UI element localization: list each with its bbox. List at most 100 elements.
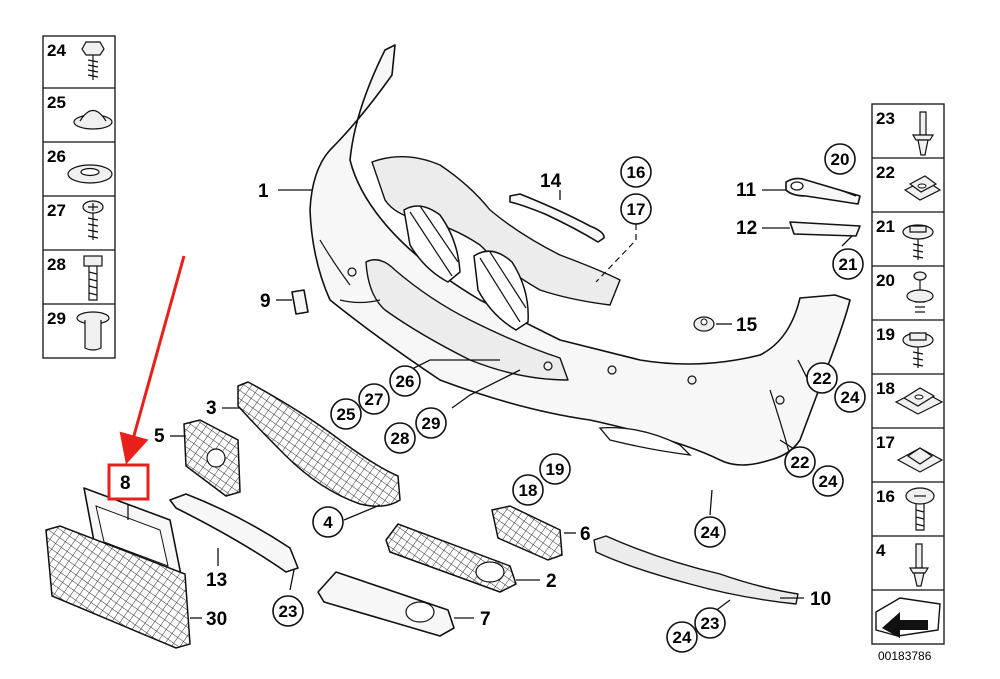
rivet-icon [911,111,935,156]
callout-24-upper: 24 [834,381,866,413]
washer-icon [67,164,113,184]
legend-right-20: 20 [876,271,895,290]
callout-12: 12 [736,218,757,239]
svg-text:24: 24 [701,523,720,542]
legend-left-26: 26 [47,147,66,166]
svg-text:24: 24 [841,388,860,407]
direction-arrow-icon [875,597,941,638]
callout-22-upper: 22 [806,362,838,394]
svg-text:21: 21 [839,255,858,274]
rivet-long-icon [908,543,930,587]
push-pin-icon [906,271,934,313]
callout-7: 7 [480,609,491,630]
callout-30: 30 [206,609,227,630]
clip-part [291,289,309,315]
svg-text:24: 24 [819,472,838,491]
legend-right-17: 17 [876,433,895,452]
callout-29: 29 [415,407,447,439]
callout-23-left: 23 [272,595,304,627]
right-legend: 23 22 21 20 19 18 17 16 4 [871,103,945,645]
callout-5: 5 [154,426,165,447]
diagram-reference-number: 00183786 [878,649,932,663]
seal-strip [509,193,605,243]
hex-screw-icon [81,41,105,80]
legend-left-29: 29 [47,309,66,328]
legend-right-19: 19 [876,325,895,344]
svg-text:4: 4 [323,513,333,532]
legend-right-16: 16 [876,487,895,506]
callout-9: 9 [260,291,271,312]
svg-text:29: 29 [422,414,441,433]
callout-4: 4 [312,506,344,538]
callout-22-lower: 22 [784,446,816,478]
svg-text:17: 17 [627,200,646,219]
svg-text:22: 22 [813,369,832,388]
bumper-cover [309,44,851,466]
bracket-lower [789,221,861,237]
svg-text:24: 24 [673,628,692,647]
callout-23-right: 23 [694,607,726,639]
plastic-cap-icon [73,109,113,130]
svg-text:19: 19 [546,460,565,479]
callout-16: 16 [620,156,652,188]
flange-screw-icon [902,224,934,260]
center-mesh-grille [237,381,401,507]
callout-10: 10 [810,589,831,610]
svg-text:22: 22 [791,453,810,472]
legend-right-18: 18 [876,379,895,398]
callout-14: 14 [540,171,562,192]
callout-24-right: 24 [666,621,698,653]
callout-26: 26 [389,365,421,397]
svg-text:16: 16 [627,163,646,182]
svg-text:28: 28 [391,429,410,448]
legend-left-28: 28 [47,255,66,274]
legend-right-22: 22 [876,163,895,182]
callout-1: 1 [258,181,269,202]
bracket-upper [785,177,861,205]
callout-18: 18 [512,474,544,506]
phillips-screw-icon [82,200,104,240]
square-nut-icon [896,447,944,473]
callout-24-bottom: 24 [694,516,726,548]
lower-trim [169,493,299,573]
legend-right-23: 23 [876,109,895,128]
bolt-icon [83,255,103,301]
callout-25: 25 [330,398,362,430]
left-legend: 24 25 26 27 28 29 [42,35,116,359]
highlight-box [107,463,150,501]
leader-lines [127,189,857,619]
svg-text:18: 18 [519,481,538,500]
collar-screw-icon [902,332,934,368]
callout-3: 3 [206,398,217,419]
svg-text:20: 20 [831,150,850,169]
legend-right-4: 4 [876,541,886,560]
circled-callouts: 16 17 20 21 22 24 22 24 [272,143,866,653]
pan-head-screw-icon [905,487,935,531]
plate-carrier [45,525,191,649]
callout-19: 19 [539,453,571,485]
callout-20: 20 [824,143,856,175]
highlight-arrow [119,255,186,465]
svg-text:23: 23 [701,614,720,633]
svg-text:23: 23 [279,602,298,621]
callout-15: 15 [736,315,758,336]
spring-nut-icon [894,387,944,415]
legend-right-21: 21 [876,217,895,236]
side-grille-frame [491,505,563,561]
legend-left-24: 24 [47,41,66,60]
callout-13: 13 [206,570,227,591]
fog-light-frame [317,571,455,637]
legend-left-25: 25 [47,93,66,112]
callout-17: 17 [620,193,652,225]
callout-6: 6 [580,524,591,545]
svg-text:26: 26 [396,372,415,391]
svg-text:27: 27 [365,390,384,409]
callout-8: 8 [120,473,131,494]
clip-nut-icon [903,175,942,201]
callout-11: 11 [736,180,757,201]
callout-28: 28 [384,422,416,454]
sleeve-nut-icon [76,311,110,351]
svg-text:25: 25 [337,405,356,424]
callout-2: 2 [546,571,557,592]
